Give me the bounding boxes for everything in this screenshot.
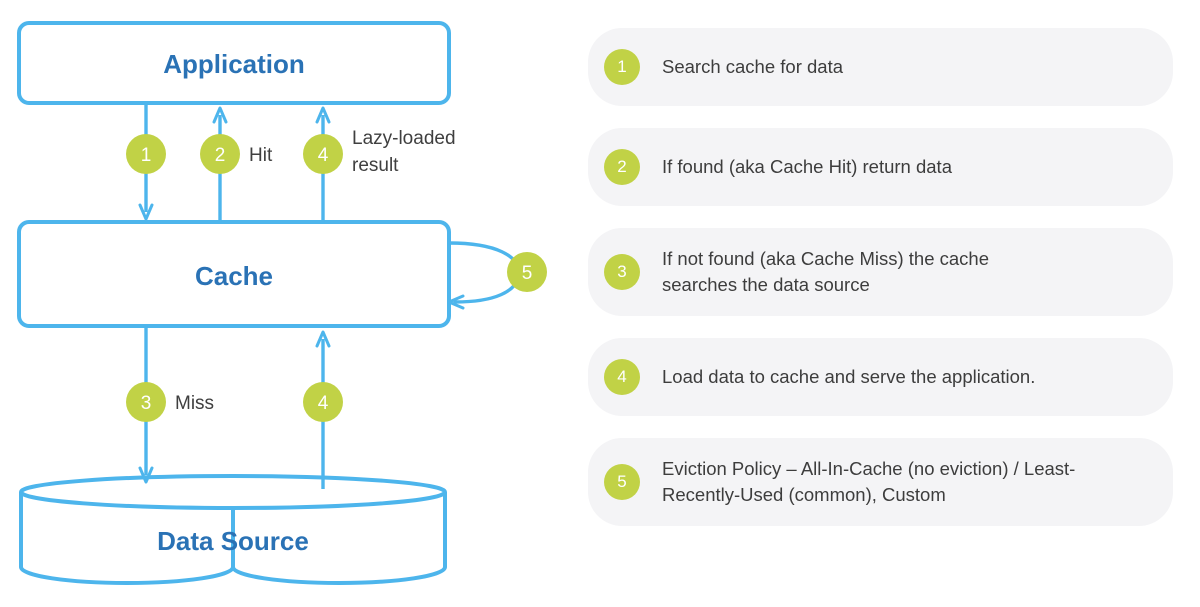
node-data-source: Data Source (19, 474, 447, 585)
badge-label-4-bottom: 4 (318, 393, 329, 414)
legend-text-4: Load data to cache and serve the applica… (662, 366, 1036, 387)
legend-text-1: Search cache for data (662, 56, 843, 77)
badge-label-1: 1 (141, 145, 152, 166)
diagram-canvas: Application Cache Data Source 1 2 (17, 21, 547, 585)
arrowhead-down-1 (138, 203, 154, 221)
legend-badge-3: 3 (604, 254, 640, 290)
badge-label-3: 3 (141, 393, 152, 414)
cache-architecture-diagram: Application Cache Data Source 1 2 (0, 0, 580, 607)
legend-badge-5: 5 (604, 464, 640, 500)
badge-label-2: 2 (215, 145, 226, 166)
arrowhead-self-loop (447, 294, 465, 310)
edge-label-miss: Miss (175, 393, 214, 414)
data-source-label: Data Source (157, 526, 309, 556)
legend-badge-2: 2 (604, 149, 640, 185)
legend-badge-1: 1 (604, 49, 640, 85)
cylinder-body-fill (21, 492, 233, 583)
legend-badge-4: 4 (604, 359, 640, 395)
badge-circle-4-top (303, 134, 343, 174)
edge-cache-to-app-hit: 2 Hit (200, 106, 273, 222)
legend-item-4[interactable]: 4 Load data to cache and serve the appli… (588, 338, 1173, 416)
self-loop-lower-arc (453, 277, 520, 304)
badge-label-5: 5 (522, 263, 533, 284)
legend-item-2[interactable]: 2 If found (aka Cache Hit) return data (588, 128, 1173, 206)
application-box (17, 21, 451, 105)
arrowhead-up-4-top (315, 106, 331, 124)
edge-cache-self-loop: 5 (447, 241, 547, 310)
application-label: Application (163, 49, 305, 79)
edge-label-hit: Hit (249, 145, 273, 166)
self-loop-upper-arc (447, 241, 520, 270)
badge-circle-2 (200, 134, 240, 174)
legend-item-5[interactable]: 5 Eviction Policy – All-In-Cache (no evi… (588, 438, 1173, 526)
cache-box (17, 220, 451, 328)
arrowhead-down-3 (138, 466, 154, 484)
legend-text-2: If found (aka Cache Hit) return data (662, 156, 952, 177)
arrowhead-up-4-bottom (315, 330, 331, 348)
cylinder-right-body (231, 492, 447, 585)
node-cache: Cache (17, 220, 451, 328)
node-application: Application (17, 21, 451, 105)
badge-label-4-top: 4 (318, 145, 329, 166)
edge-label-lazy-line1: Lazy-loaded (352, 128, 456, 149)
arrowhead-up-2 (212, 106, 228, 124)
cylinder-top-ellipse (19, 474, 447, 510)
badge-circle-5 (507, 252, 547, 292)
edge-app-to-cache: 1 (126, 103, 166, 221)
badge-circle-3 (126, 382, 166, 422)
badge-circle-1 (126, 134, 166, 174)
legend-text-3: If not found (aka Cache Miss) the cache … (662, 248, 990, 295)
legend-panel: 1 Search cache for data 2 If found (aka … (588, 0, 1200, 607)
cache-label: Cache (195, 261, 273, 291)
legend-text-5: Eviction Policy – All-In-Cache (no evict… (662, 458, 1076, 505)
cylinder-left-body (19, 492, 235, 585)
legend-item-1[interactable]: 1 Search cache for data (588, 28, 1173, 106)
legend-item-3[interactable]: 3 If not found (aka Cache Miss) the cach… (588, 228, 1173, 316)
edge-cache-to-datasource-miss: 3 Miss (126, 326, 214, 484)
edge-cache-to-app-lazy: 4 Lazy-loaded result (303, 106, 456, 222)
edge-datasource-to-cache-load: 4 (303, 330, 343, 489)
edge-label-lazy-line2: result (352, 155, 399, 176)
badge-circle-4-bottom (303, 382, 343, 422)
